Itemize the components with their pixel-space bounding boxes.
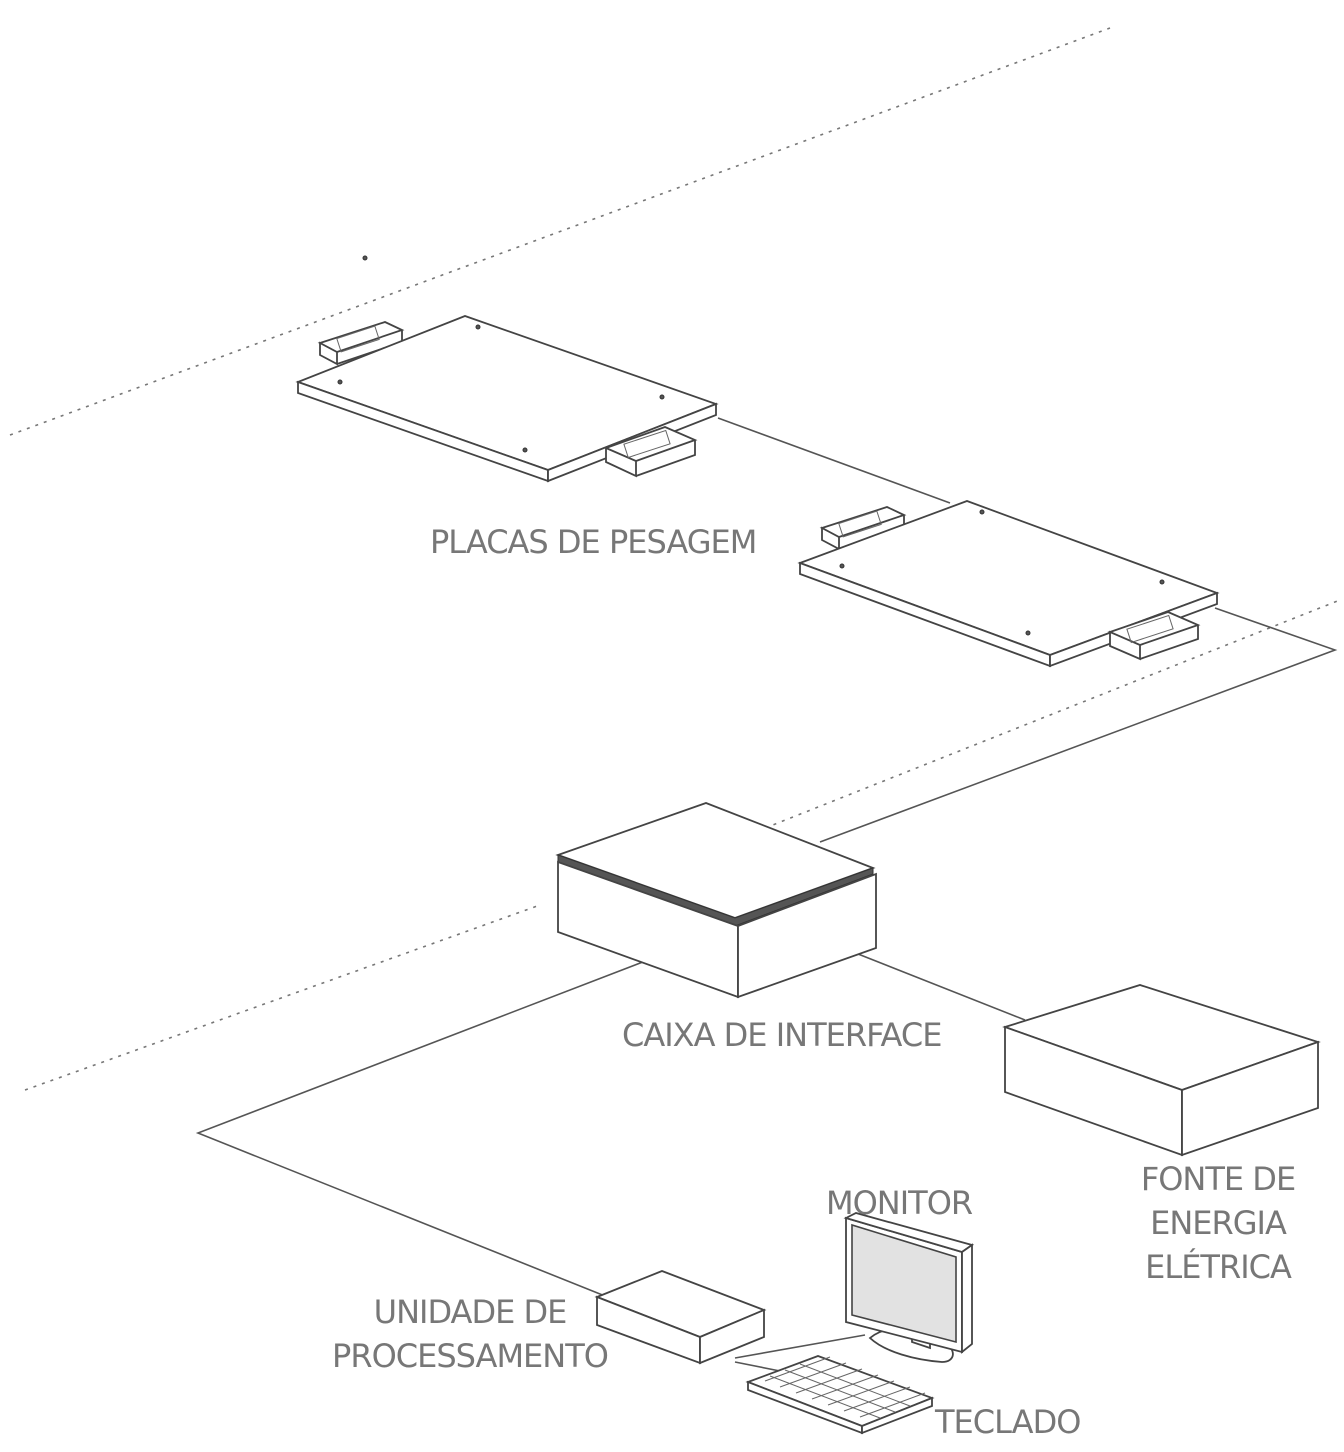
weighing-plate-1 [295, 315, 719, 483]
interface-box-side [737, 872, 877, 999]
processing-unit [594, 1270, 767, 1365]
label-weighing-plates: PLACAS DE PESAGEM [430, 523, 757, 561]
plate1-screw [337, 379, 343, 385]
interface-box [555, 802, 877, 999]
ground-dashed-lines [9, 27, 1341, 1091]
plate2-foot-top-detail [838, 510, 882, 538]
cable-plate1-plate2 [717, 417, 951, 504]
keyboard-keys [764, 1356, 926, 1419]
monitor-side-edge [961, 1243, 973, 1354]
plate2-foot-bottom-detail [1126, 614, 1174, 644]
label-power-source-line-3: ELÉTRICA [1145, 1248, 1292, 1287]
plate2-screw [1159, 579, 1165, 585]
label-interface-box: CAIXA DE INTERFACE [622, 1016, 942, 1054]
plate2-screw [839, 563, 845, 569]
keyboard-side [861, 1396, 933, 1435]
cables [195, 417, 1338, 1376]
plate1-screw [475, 324, 481, 330]
label-processing-unit: UNIDADE DE PROCESSAMENTO [320, 1290, 620, 1378]
plate2-screw [979, 509, 985, 515]
keyboard [745, 1355, 935, 1435]
ground-line-top [9, 27, 1111, 436]
cable-interface-processing [195, 959, 649, 1301]
plate1-screw [522, 447, 528, 453]
label-power-source-line-2: ENERGIA [1150, 1204, 1287, 1243]
plate1-foot-bottom [603, 426, 698, 478]
monitor [843, 1212, 975, 1363]
label-processing-unit-line-2: PROCESSAMENTO [332, 1337, 609, 1376]
label-power-source-line-1: FONTE DE [1140, 1160, 1296, 1198]
label-monitor: MONITOR [826, 1184, 973, 1222]
label-processing-unit-line-1: UNIDADE DE [373, 1293, 568, 1331]
label-power-source: FONTE DE ENERGIA ELÉTRICA [1128, 1157, 1308, 1289]
power-source [1002, 984, 1321, 1157]
plate2-screw [1025, 630, 1031, 636]
stray-mark [362, 255, 368, 261]
ground-line-bottom-left [24, 904, 541, 1091]
cable-plate2-interface [819, 607, 1338, 843]
monitor-screen [851, 1223, 957, 1344]
cable-processing-monitor [734, 1334, 866, 1359]
processing-unit-side [699, 1308, 765, 1365]
plate1-foot-bottom-detail [623, 429, 671, 459]
label-keyboard: TECLADO [935, 1403, 1081, 1441]
plate1-screw [659, 394, 665, 400]
plate1-foot-top-detail [336, 325, 380, 353]
power-source-side [1181, 1040, 1319, 1157]
weighing-plate-2 [797, 500, 1220, 668]
